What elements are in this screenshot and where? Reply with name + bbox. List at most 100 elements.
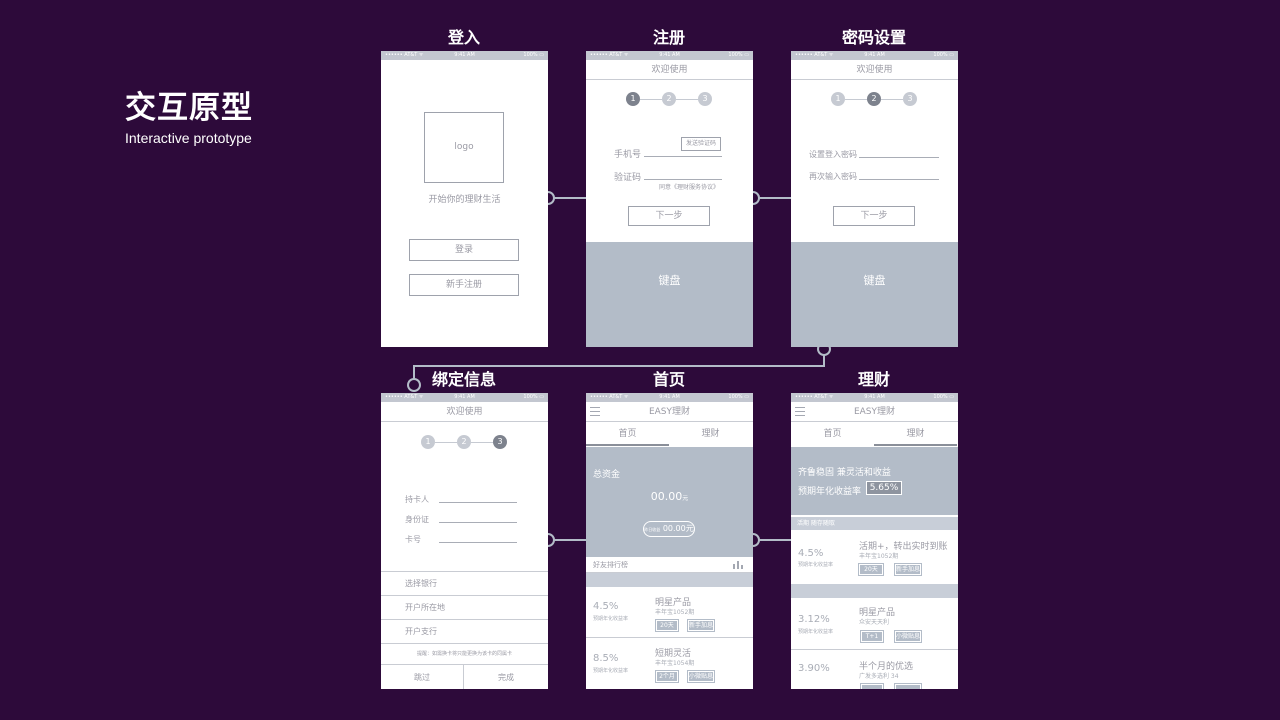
battery: 100% ▭ xyxy=(728,394,749,400)
product-card[interactable]: 3.90% 半个月的优选 广发多选利 34 xyxy=(791,651,958,689)
nav-title: EASY理财 xyxy=(648,407,691,417)
total-label: 总资金 xyxy=(593,470,621,480)
nav-title: 欢迎使用 xyxy=(586,60,753,80)
card-input[interactable] xyxy=(439,542,517,543)
code-input[interactable] xyxy=(644,179,722,180)
product-card[interactable]: 4.5% 预期年化收益率 明星产品 丰年宝1052期 20天 新手加息 xyxy=(586,587,753,638)
title-login: 登入 xyxy=(447,28,480,47)
product-tag-bonus: 新手加息 xyxy=(894,563,922,576)
step-indicator: 1 2 3 xyxy=(791,92,958,106)
code-label: 验证码 xyxy=(614,173,642,183)
section-header: 活期 随存随取 xyxy=(791,517,958,530)
tab-finance[interactable]: 理财 xyxy=(906,429,925,439)
product-rate-label: 预期年化收益率 xyxy=(593,616,629,622)
cardholder-label: 持卡人 xyxy=(405,495,429,504)
total-amount: 00.00 xyxy=(650,490,683,503)
register-button[interactable]: 新手注册 xyxy=(409,274,519,296)
page-heading: 交互原型 Interactive prototype xyxy=(125,90,253,146)
cardholder-input[interactable] xyxy=(439,502,517,503)
rank-label: 好友排行榜 xyxy=(593,561,628,569)
product-rate: 3.12% xyxy=(798,614,830,625)
product-rate: 3.90% xyxy=(798,663,830,674)
step-1: 1 xyxy=(421,435,435,449)
id-label: 身份证 xyxy=(405,515,429,524)
battery: 100% ▭ xyxy=(933,394,954,400)
product-rate: 4.5% xyxy=(593,601,619,612)
product-card[interactable]: 3.12% 预期年化收益率 明星产品 众安天天利 T+1 小微贴息 xyxy=(791,598,958,650)
tip-text: 提醒：如需换卡将只能更换为该卡的同属卡 xyxy=(381,643,548,664)
connector-password-bind xyxy=(413,355,825,379)
branch-row[interactable]: 开户支行 xyxy=(381,619,548,643)
carrier: •••••• AT&T ᯤ xyxy=(590,52,629,58)
rank-row[interactable]: 好友排行榜 xyxy=(586,557,753,573)
product-tag-period: 20天 xyxy=(655,619,679,632)
keyboard-area[interactable]: 键盘 xyxy=(586,242,753,347)
tab-bar: 首页 理财 xyxy=(586,422,753,446)
done-button[interactable]: 完成 xyxy=(464,664,548,689)
step-3: 3 xyxy=(493,435,507,449)
battery: 100% ▭ xyxy=(523,52,544,58)
nav-title: EASY理财 xyxy=(853,407,896,417)
product-tag-bonus: 新手加息 xyxy=(687,619,715,632)
set-password-label: 设置登入密码 xyxy=(809,150,857,159)
skip-button[interactable]: 跳过 xyxy=(381,664,464,689)
phone-label: 手机号 xyxy=(614,150,642,160)
send-code-button[interactable]: 发送验证码 xyxy=(681,137,721,151)
confirm-password-input[interactable] xyxy=(859,179,939,180)
yesterday-earnings-pill[interactable]: 昨日收益 00.00元 xyxy=(643,521,695,537)
carrier: •••••• AT&T ᯤ xyxy=(795,394,834,400)
product-card[interactable]: 8.5% 预期年化收益率 短期灵活 丰年宝1054期 2个月 小微贴息 xyxy=(586,639,753,689)
product-rate-label: 预期年化收益率 xyxy=(798,629,834,635)
banner-line2: 预期年化收益率 xyxy=(798,487,862,497)
product-sub: 丰年宝1052期 xyxy=(655,609,695,616)
time: 9:41 AM xyxy=(659,52,680,58)
tab-finance[interactable]: 理财 xyxy=(701,429,720,439)
product-rate: 8.5% xyxy=(593,653,619,664)
banner-rate: 5.65% xyxy=(866,481,902,495)
product-name: 短期灵活 xyxy=(655,649,692,659)
product-tag-period: 2个月 xyxy=(655,670,679,683)
phone-input[interactable] xyxy=(644,156,722,157)
step-line xyxy=(640,99,662,100)
next-button[interactable]: 下一步 xyxy=(833,206,915,226)
step-3: 3 xyxy=(903,92,917,106)
tab-underline xyxy=(874,444,957,446)
title-password: 密码设置 xyxy=(841,28,906,47)
step-line xyxy=(471,442,493,443)
set-password-input[interactable] xyxy=(859,157,939,158)
tab-home[interactable]: 首页 xyxy=(618,429,637,439)
title-home: 首页 xyxy=(652,370,685,389)
menu-icon[interactable] xyxy=(590,407,600,416)
carrier: •••••• AT&T ᯤ xyxy=(590,394,629,400)
product-sub: 众安天天利 xyxy=(859,619,890,626)
keyboard-area[interactable]: 键盘 xyxy=(791,242,958,347)
agreement-link[interactable]: 同意《理财服务协议》 xyxy=(659,184,720,191)
next-button[interactable]: 下一步 xyxy=(628,206,710,226)
step-indicator: 1 2 3 xyxy=(381,435,548,449)
total-value: 00.00元 xyxy=(586,490,753,503)
yesterday-unit: 元 xyxy=(685,524,694,533)
carrier: •••••• AT&T ᯤ xyxy=(385,52,424,58)
total-unit: 元 xyxy=(682,495,689,502)
promo-banner[interactable]: 齐鲁稳固 兼灵活和收益 预期年化收益率 5.65% xyxy=(791,447,958,515)
login-button[interactable]: 登录 xyxy=(409,239,519,261)
product-tag-bonus: 小微贴息 xyxy=(687,670,715,683)
time: 9:41 AM xyxy=(454,52,475,58)
status-bar: •••••• AT&T ᯤ 9:41 AM 100% ▭ xyxy=(381,51,548,60)
banner-line1: 齐鲁稳固 兼灵活和收益 xyxy=(798,468,891,478)
tab-home[interactable]: 首页 xyxy=(823,429,842,439)
menu-icon[interactable] xyxy=(795,407,805,416)
location-row[interactable]: 开户所在地 xyxy=(381,595,548,619)
product-card[interactable]: 4.5% 预期年化收益率 活期+，转出实时到账 丰年宝1052期 20天 新手加… xyxy=(791,530,958,584)
select-bank-row[interactable]: 选择银行 xyxy=(381,571,548,595)
id-input[interactable] xyxy=(439,522,517,523)
yesterday-label: 昨日收益 xyxy=(644,527,661,532)
nav-bar: EASY理财 xyxy=(791,402,958,422)
product-name: 活期+，转出实时到账 xyxy=(859,542,948,552)
